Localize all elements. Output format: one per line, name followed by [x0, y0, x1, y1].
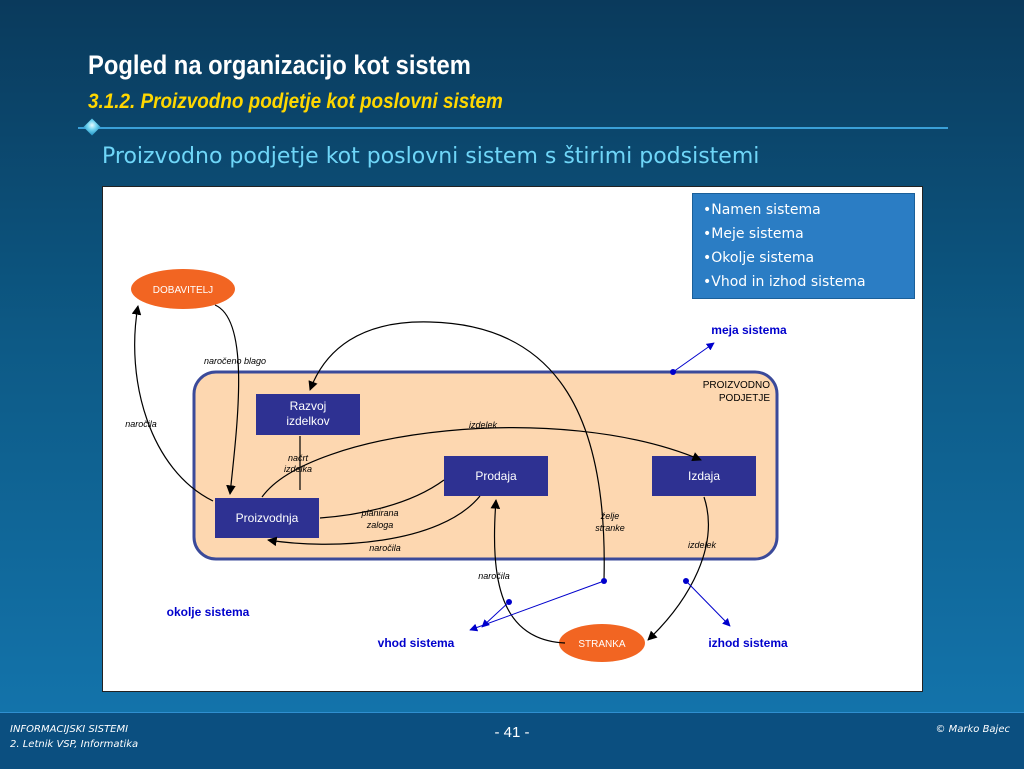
label-narocila-bottom: naročila — [478, 571, 510, 581]
label-planirana-line1: planirana — [360, 508, 398, 518]
arrow-meja-sistema — [672, 342, 715, 373]
node-proizvodnja-label: Proizvodnja — [236, 511, 299, 525]
label-planirana-line2: zaloga — [366, 520, 394, 530]
node-razvoj — [256, 394, 360, 435]
node-stranka-label: STRANKA — [578, 639, 626, 650]
annotation-okolje-sistema: okolje sistema — [167, 605, 250, 619]
boundary-dot-narocila — [506, 599, 512, 605]
node-prodaja — [444, 456, 548, 496]
annotation-vhod-sistema: vhod sistema — [378, 636, 455, 650]
arrow-zelje-to-razvoj — [308, 321, 605, 581]
label-narocila-inner: naročila — [369, 543, 401, 553]
node-proizvodnja — [215, 498, 319, 538]
footer-author: © Marko Bajec — [935, 724, 1010, 735]
annotation-izhod-sistema: izhod sistema — [708, 636, 788, 650]
node-stranka — [559, 624, 645, 662]
arrow-vhod-2 — [481, 601, 510, 628]
arrow-naroceno-blago — [214, 304, 240, 495]
label-zelje-line1: želje — [600, 511, 620, 521]
arrow-narocila-to-prodaja — [490, 499, 566, 644]
node-prodaja-label: Prodaja — [475, 469, 517, 483]
label-nacrt-line1: načrt — [288, 453, 309, 463]
slide-heading: Proizvodno podjetje kot poslovni sistem … — [102, 144, 760, 169]
arrow-izhod — [685, 580, 731, 627]
arrow-narocila-to-dobavitelj — [131, 305, 214, 502]
node-razvoj-label-line2: izdelkov — [286, 414, 329, 428]
node-dobavitelj-label: DOBAVITELJ — [153, 285, 213, 296]
node-razvoj-label-line1: Razvoj — [290, 399, 327, 413]
boundary-dot-izdelek — [683, 578, 689, 584]
info-item-okolje: •Okolje sistema — [703, 250, 815, 266]
footer-bar — [0, 712, 1024, 769]
footer-course: INFORMACIJSKI SISTEMI — [10, 724, 129, 735]
label-zelje-line2: stranke — [595, 523, 625, 533]
slide-subtitle: 3.1.2. Proizvodno podjetje kot poslovni … — [88, 90, 503, 113]
label-narocila-left: naročila — [125, 419, 157, 429]
container-label-line1: PROIZVODNO — [703, 380, 770, 391]
arrow-narocila-inner — [267, 495, 481, 547]
node-dobavitelj — [131, 269, 235, 309]
label-nacrt-line2: izdelka — [284, 464, 312, 474]
arrow-vhod-1 — [469, 580, 605, 632]
arrow-izdelek-to-stranka — [647, 496, 709, 641]
title-divider — [78, 127, 948, 129]
annotation-meja-sistema: meja sistema — [711, 323, 787, 337]
info-box: •Namen sistema •Meje sistema •Okolje sis… — [692, 193, 915, 299]
slide-title: Pogled na organizacijo kot sistem — [88, 50, 471, 80]
info-item-meje: •Meje sistema — [703, 226, 804, 242]
boundary-dot-top — [670, 369, 676, 375]
arrow-planirana-zaloga — [319, 479, 445, 519]
boundary-dot-zelje — [601, 578, 607, 584]
label-naroceno-blago: naročeno blago — [204, 356, 266, 366]
label-izdelek-right: izdelek — [688, 540, 717, 550]
info-item-namen: •Namen sistema — [703, 202, 821, 218]
node-izdaja — [652, 456, 756, 496]
container-label-line2: PODJETJE — [719, 393, 770, 404]
arrow-izdelek-top — [261, 427, 702, 498]
label-izdelek-top: izdelek — [469, 420, 498, 430]
info-item-vhod-izhod: •Vhod in izhod sistema — [703, 274, 866, 290]
footer-year: 2. Letnik VSP, Informatika — [10, 739, 139, 750]
page-number: - 41 - — [494, 724, 530, 741]
node-izdaja-label: Izdaja — [688, 469, 720, 483]
